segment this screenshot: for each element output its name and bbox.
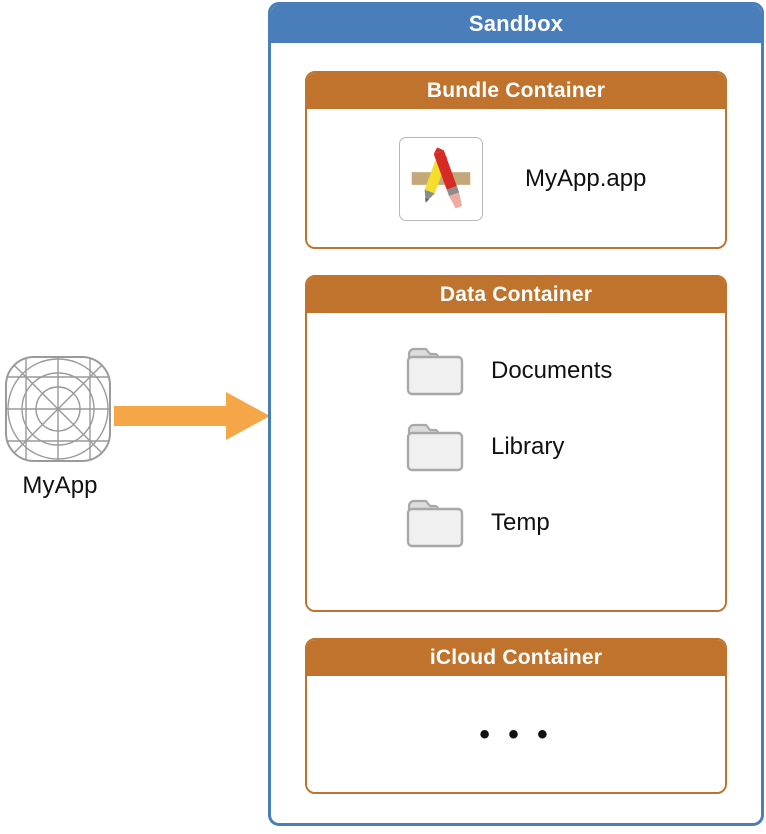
bundle-container-title: Bundle Container	[307, 73, 725, 109]
list-item[interactable]: Documents	[307, 333, 725, 409]
data-container-card: Data Container Documents Library	[305, 275, 727, 612]
data-container-title: Data Container	[307, 277, 725, 313]
list-item[interactable]: MyApp.app	[307, 109, 647, 247]
icloud-container-card: iCloud Container • • •	[305, 638, 727, 794]
folder-icon	[406, 347, 464, 396]
sandbox-title: Sandbox	[271, 5, 761, 43]
source-app-label: MyApp	[22, 472, 98, 499]
xcode-app-icon	[399, 137, 483, 221]
folder-icon	[406, 423, 464, 472]
icloud-container-title: iCloud Container	[307, 640, 725, 676]
sandbox-body: Bundle Container	[271, 43, 761, 794]
folder-icon	[406, 499, 464, 548]
icloud-container-body: • • •	[307, 676, 725, 792]
list-item[interactable]: Library	[307, 409, 725, 485]
list-item-label: MyApp.app	[525, 165, 647, 192]
bundle-container-body: MyApp.app	[307, 109, 725, 247]
list-item-label: Temp	[491, 509, 550, 536]
ellipsis-placeholder: • • •	[479, 718, 553, 751]
list-item-label: Documents	[491, 357, 613, 384]
source-app: MyApp	[4, 355, 116, 499]
list-item[interactable]: Temp	[307, 485, 725, 561]
list-item-label: Library	[491, 433, 565, 460]
app-grid-template-icon	[5, 356, 111, 462]
bundle-container-card: Bundle Container	[305, 71, 727, 249]
right-arrow-icon	[114, 392, 270, 440]
data-container-body: Documents Library Temp	[307, 313, 725, 610]
sandbox-container: Sandbox Bundle Container	[268, 2, 764, 826]
